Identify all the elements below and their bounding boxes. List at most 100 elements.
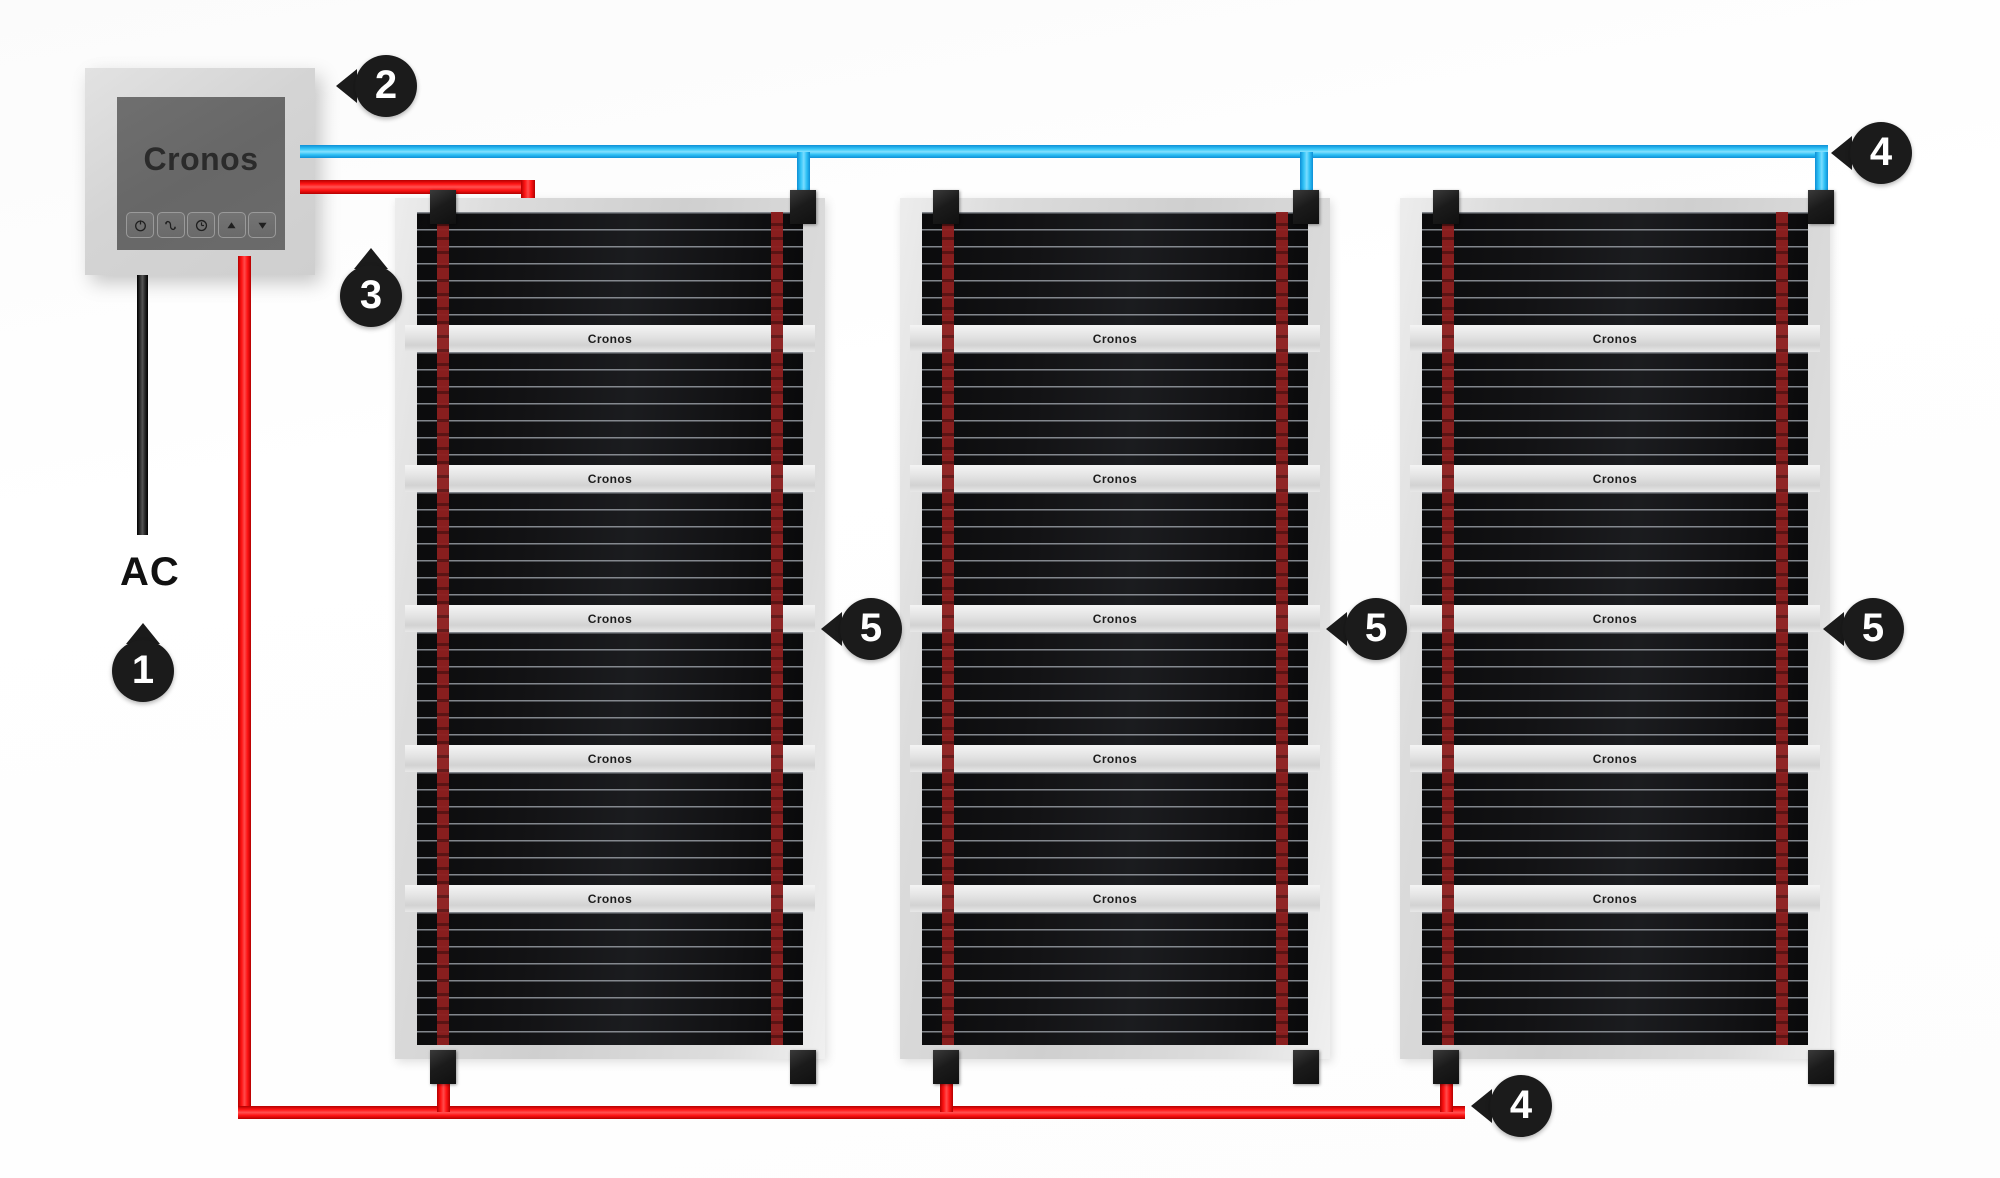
panel-band: Cronos — [1410, 605, 1820, 632]
panel-band-label: Cronos — [1592, 891, 1638, 906]
thermostat-button-row — [126, 212, 276, 238]
panel-band: Cronos — [910, 465, 1320, 492]
thermostat-brand-label: Cronos — [143, 141, 259, 177]
panel-band: Cronos — [405, 325, 815, 352]
busbar-left — [1442, 212, 1454, 1045]
terminal-bottom-right[interactable] — [1808, 1050, 1834, 1084]
busbar-left — [437, 212, 449, 1045]
film-segment — [1422, 772, 1808, 885]
film-segment — [1422, 212, 1808, 325]
panel-band: Cronos — [405, 605, 815, 632]
panel-group-1[interactable]: Cronos Cronos Cronos Cronos Cronos — [395, 198, 825, 1059]
terminal-bottom-left[interactable] — [933, 1050, 959, 1084]
panel-band: Cronos — [910, 325, 1320, 352]
panel-band: Cronos — [1410, 885, 1820, 912]
panel-band: Cronos — [910, 605, 1320, 632]
timer-button[interactable] — [187, 212, 215, 238]
thermostat-controller[interactable]: Cronos — [85, 68, 315, 275]
mode-button[interactable] — [156, 212, 185, 238]
callout-pointer-left-icon — [1831, 136, 1852, 170]
callout-pointer-left-icon — [821, 612, 842, 646]
film-segment — [922, 632, 1308, 745]
thermostat-display: Cronos — [117, 97, 285, 250]
panel-group-2[interactable]: Cronos Cronos Cronos Cronos Cronos — [900, 198, 1330, 1059]
callout-label: 4 — [1869, 130, 1893, 174]
callout-pointer-left-icon — [1326, 612, 1347, 646]
callout-label: 5 — [1364, 606, 1388, 650]
film-segment — [417, 352, 803, 465]
panel-band-label: Cronos — [587, 331, 633, 346]
callout-label: 3 — [359, 273, 383, 317]
busbar-right — [771, 212, 783, 1045]
temp-up-button[interactable] — [217, 212, 246, 238]
panel-band-label: Cronos — [587, 751, 633, 766]
film-segment — [417, 912, 803, 1045]
film-segment — [417, 772, 803, 885]
terminal-top-right[interactable] — [790, 190, 816, 224]
film-segment — [1422, 632, 1808, 745]
panel-band: Cronos — [405, 465, 815, 492]
callout-label: 5 — [1861, 606, 1885, 650]
busbar-left — [942, 212, 954, 1045]
live-feed-from-thermostat — [238, 256, 251, 1112]
panel-band: Cronos — [1410, 465, 1820, 492]
neutral-bus-horizontal — [300, 145, 1828, 158]
terminal-bottom-left[interactable] — [1433, 1050, 1459, 1084]
film-segment — [1422, 492, 1808, 605]
terminal-top-right[interactable] — [1293, 190, 1319, 224]
panel-band: Cronos — [910, 885, 1320, 912]
panel-band-label: Cronos — [1092, 751, 1138, 766]
terminal-top-left[interactable] — [1433, 190, 1459, 224]
panel-band-label: Cronos — [1592, 611, 1638, 626]
sensor-lead-horizontal — [300, 180, 535, 194]
panel-band: Cronos — [1410, 745, 1820, 772]
callout-label: 4 — [1509, 1083, 1533, 1127]
callout-pointer-left-icon — [1823, 612, 1844, 646]
panel-band-label: Cronos — [587, 891, 633, 906]
film-segment — [417, 492, 803, 605]
terminal-bottom-right[interactable] — [1293, 1050, 1319, 1084]
terminal-bottom-right[interactable] — [790, 1050, 816, 1084]
panel-band-label: Cronos — [1592, 471, 1638, 486]
panel-band-label: Cronos — [1092, 891, 1138, 906]
panel-band-label: Cronos — [1592, 331, 1638, 346]
film-segment — [922, 352, 1308, 465]
film-segment — [417, 212, 803, 325]
callout-label: 5 — [859, 606, 883, 650]
panel-band: Cronos — [910, 745, 1320, 772]
film-segment — [922, 212, 1308, 325]
film-segment — [922, 772, 1308, 885]
power-button[interactable] — [126, 212, 154, 238]
terminal-top-left[interactable] — [430, 190, 456, 224]
film-segment — [417, 632, 803, 745]
panel-band-label: Cronos — [1092, 611, 1138, 626]
callout-pointer-up-icon — [126, 623, 160, 644]
terminal-top-left[interactable] — [933, 190, 959, 224]
panel-band-label: Cronos — [1592, 751, 1638, 766]
film-segment — [1422, 352, 1808, 465]
panel-band-label: Cronos — [587, 611, 633, 626]
film-segment — [922, 492, 1308, 605]
film-segment — [922, 912, 1308, 1045]
callout-pointer-left-icon — [336, 69, 357, 103]
panel-group-3[interactable]: Cronos Cronos Cronos Cronos Cronos — [1400, 198, 1830, 1059]
panel-band: Cronos — [405, 745, 815, 772]
busbar-right — [1276, 212, 1288, 1045]
temp-down-button[interactable] — [248, 212, 276, 238]
panel-band-label: Cronos — [587, 471, 633, 486]
panel-band-label: Cronos — [1092, 331, 1138, 346]
live-bus-horizontal — [238, 1106, 1465, 1119]
terminal-top-right[interactable] — [1808, 190, 1834, 224]
ac-label: AC — [120, 550, 180, 594]
ac-supply-cable — [137, 275, 148, 535]
film-segment — [1422, 912, 1808, 1045]
panel-band-label: Cronos — [1092, 471, 1138, 486]
callout-pointer-left-icon — [1471, 1089, 1492, 1123]
panel-band: Cronos — [1410, 325, 1820, 352]
callout-label: 2 — [374, 63, 398, 107]
terminal-bottom-left[interactable] — [430, 1050, 456, 1084]
panel-band: Cronos — [405, 885, 815, 912]
busbar-right — [1776, 212, 1788, 1045]
callout-label: 1 — [131, 648, 155, 692]
